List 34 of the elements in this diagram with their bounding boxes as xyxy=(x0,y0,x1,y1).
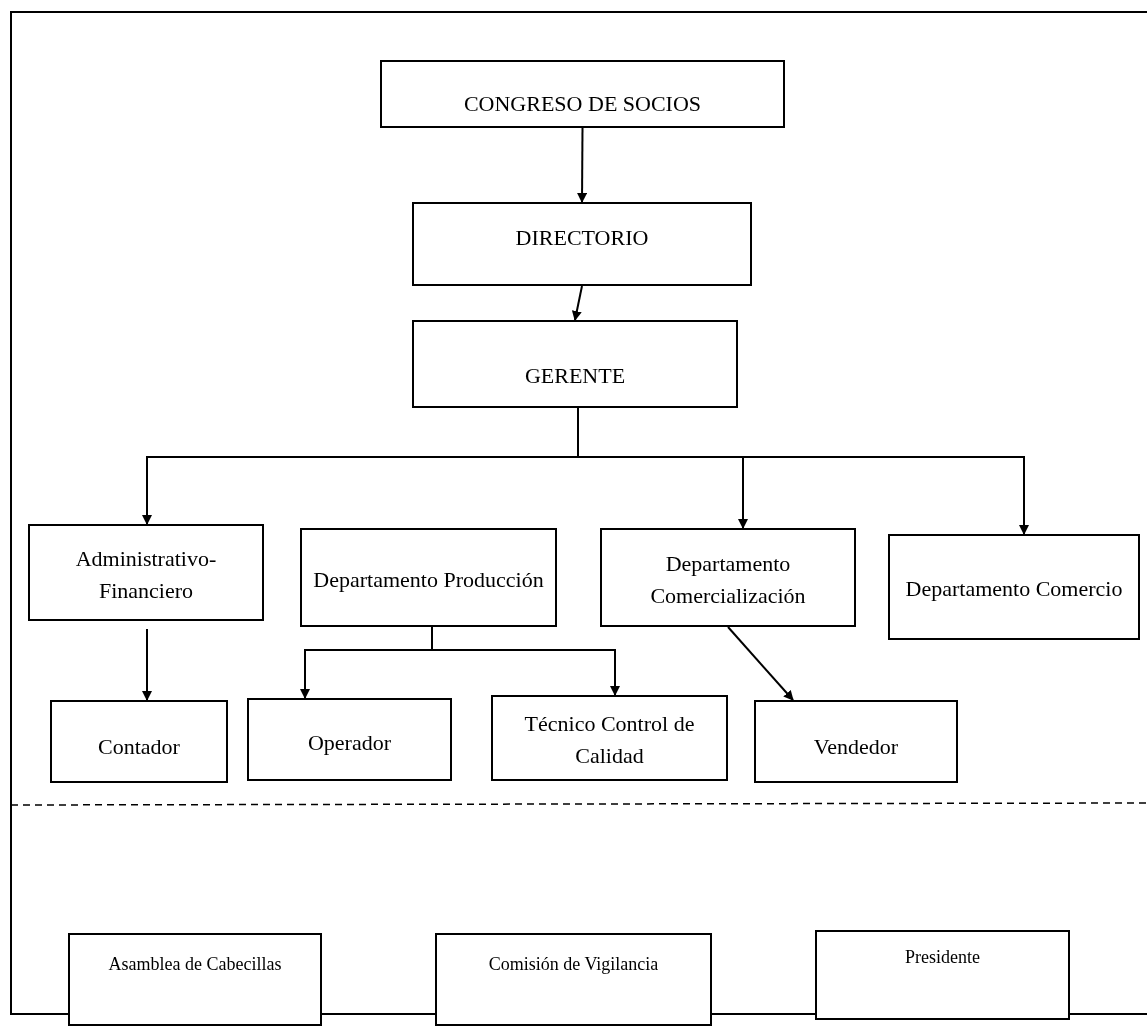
box-label: Vendedor xyxy=(812,732,900,761)
arrow xyxy=(142,628,152,701)
arrow xyxy=(571,285,583,321)
arrow xyxy=(727,626,794,701)
box-label: DIRECTORIO xyxy=(514,224,650,252)
org-box xyxy=(412,202,752,286)
arrow xyxy=(577,127,588,203)
org-box xyxy=(412,320,738,408)
org-box xyxy=(600,528,856,627)
box-label: GERENTE xyxy=(523,362,627,390)
org-box xyxy=(435,933,712,1026)
box-label: Departamento Comercio xyxy=(904,575,1124,604)
box-label: Asamblea de Cabecillas xyxy=(107,953,283,976)
connector-line xyxy=(711,1013,816,1015)
box-label: Comisión de Vigilancia xyxy=(487,953,660,976)
org-box xyxy=(68,933,322,1026)
box-label: CONGRESO DE SOCIOS xyxy=(462,90,703,118)
org-box xyxy=(888,534,1140,640)
org-box xyxy=(815,930,1070,1020)
box-label: Administrativo- Financiero xyxy=(74,544,218,605)
org-box xyxy=(50,700,228,783)
org-box xyxy=(380,60,785,128)
org-box xyxy=(300,528,557,627)
box-label: Departamento Producción xyxy=(312,565,545,594)
box-label: Presidente xyxy=(904,946,981,969)
org-box xyxy=(247,698,452,781)
connector-line xyxy=(321,1013,436,1015)
org-box xyxy=(754,700,958,783)
box-label: Operador xyxy=(306,728,393,757)
box-label: Contador xyxy=(97,732,181,761)
box-label: Técnico Control de Calidad xyxy=(523,710,696,770)
org-box xyxy=(28,524,264,621)
org-box xyxy=(491,695,728,781)
box-label: Departamento Comercialización xyxy=(649,549,807,610)
